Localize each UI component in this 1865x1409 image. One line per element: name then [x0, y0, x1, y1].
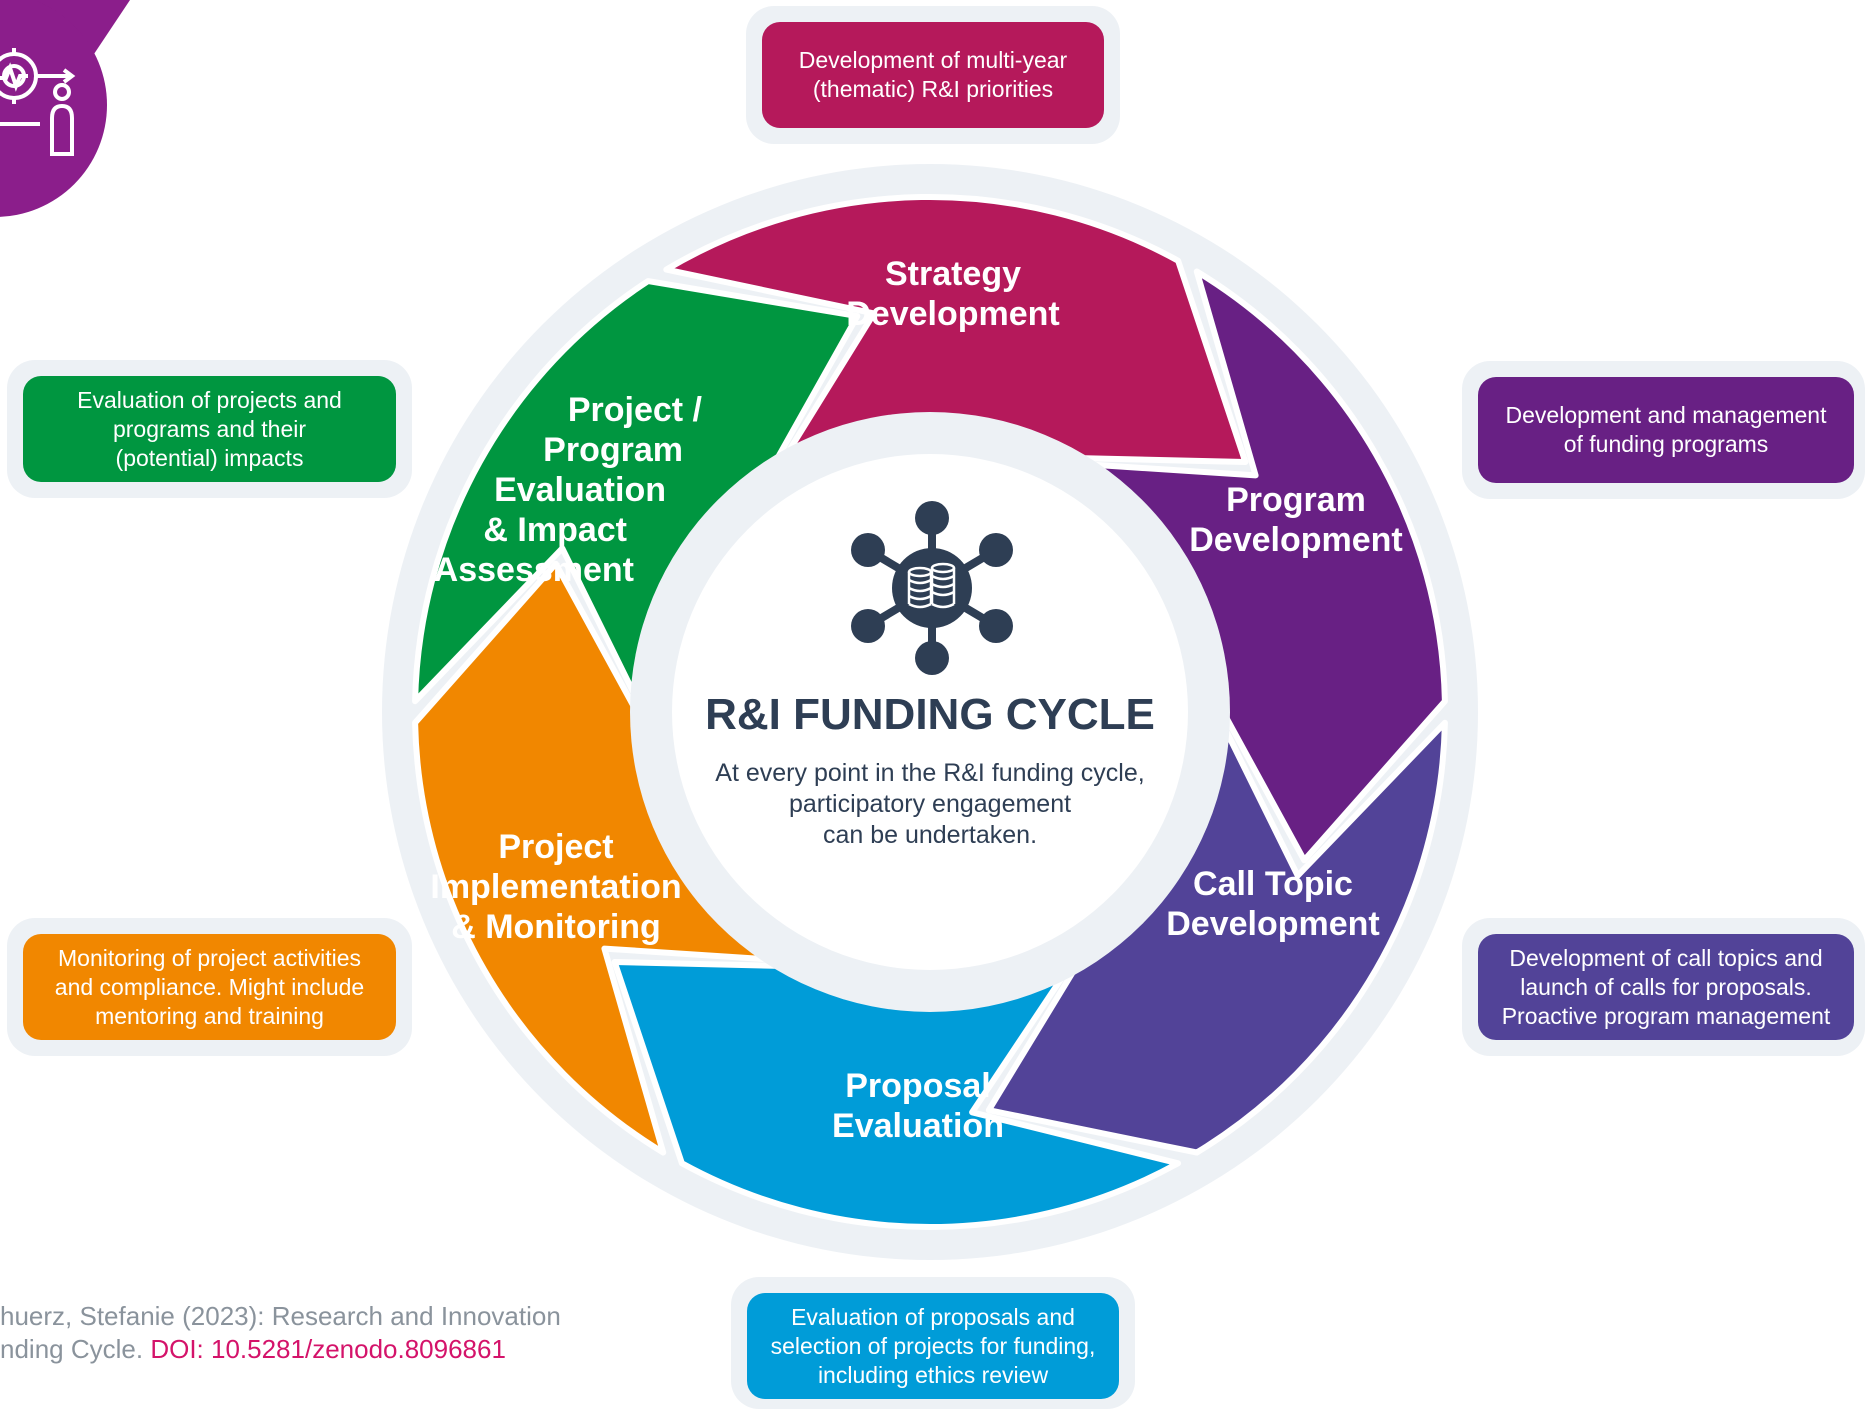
description-box-proposal: Evaluation of proposals and selection of…	[747, 1293, 1119, 1399]
corner-badge	[0, 0, 130, 217]
center-description: At every point in the R&I funding cycle,…	[715, 759, 1145, 849]
segment-label-strategy: Strategy Development	[846, 255, 1060, 333]
doi-link[interactable]: DOI: 10.5281/zenodo.8096861	[150, 1334, 506, 1364]
description-box-implementation: Monitoring of project activities and com…	[23, 934, 396, 1040]
description-box-program: Development and management of funding pr…	[1478, 377, 1854, 483]
center-disc	[672, 454, 1188, 970]
citation: huerz, Stefanie (2023): Research and Inn…	[0, 1300, 600, 1366]
segment-label-call-topic: Call Topic Development	[1166, 865, 1380, 943]
description-box-strategy: Development of multi-year (thematic) R&I…	[762, 22, 1104, 128]
center-title: R&I FUNDING CYCLE	[705, 690, 1155, 739]
citation-line-1: huerz, Stefanie (2023): Research and Inn…	[0, 1301, 561, 1331]
segment-label-proposal: Proposal Evaluation	[832, 1067, 1004, 1145]
description-box-call: Development of call topics and launch of…	[1478, 934, 1854, 1040]
description-box-evaluation: Evaluation of projects and programs and …	[23, 376, 396, 482]
citation-line-2-text: nding Cycle.	[0, 1334, 151, 1364]
citation-line-2: nding Cycle. DOI: 10.5281/zenodo.8096861	[0, 1333, 600, 1366]
segment-label-evaluation: Project / Program Evaluation & Impact As…	[433, 391, 702, 589]
network-database-icon	[851, 501, 1013, 675]
gear-person-process-icon	[0, 48, 76, 156]
segment-label-implementation: Project Implementation & Monitoring	[430, 828, 682, 946]
segment-label-program: Program Development	[1189, 481, 1403, 559]
